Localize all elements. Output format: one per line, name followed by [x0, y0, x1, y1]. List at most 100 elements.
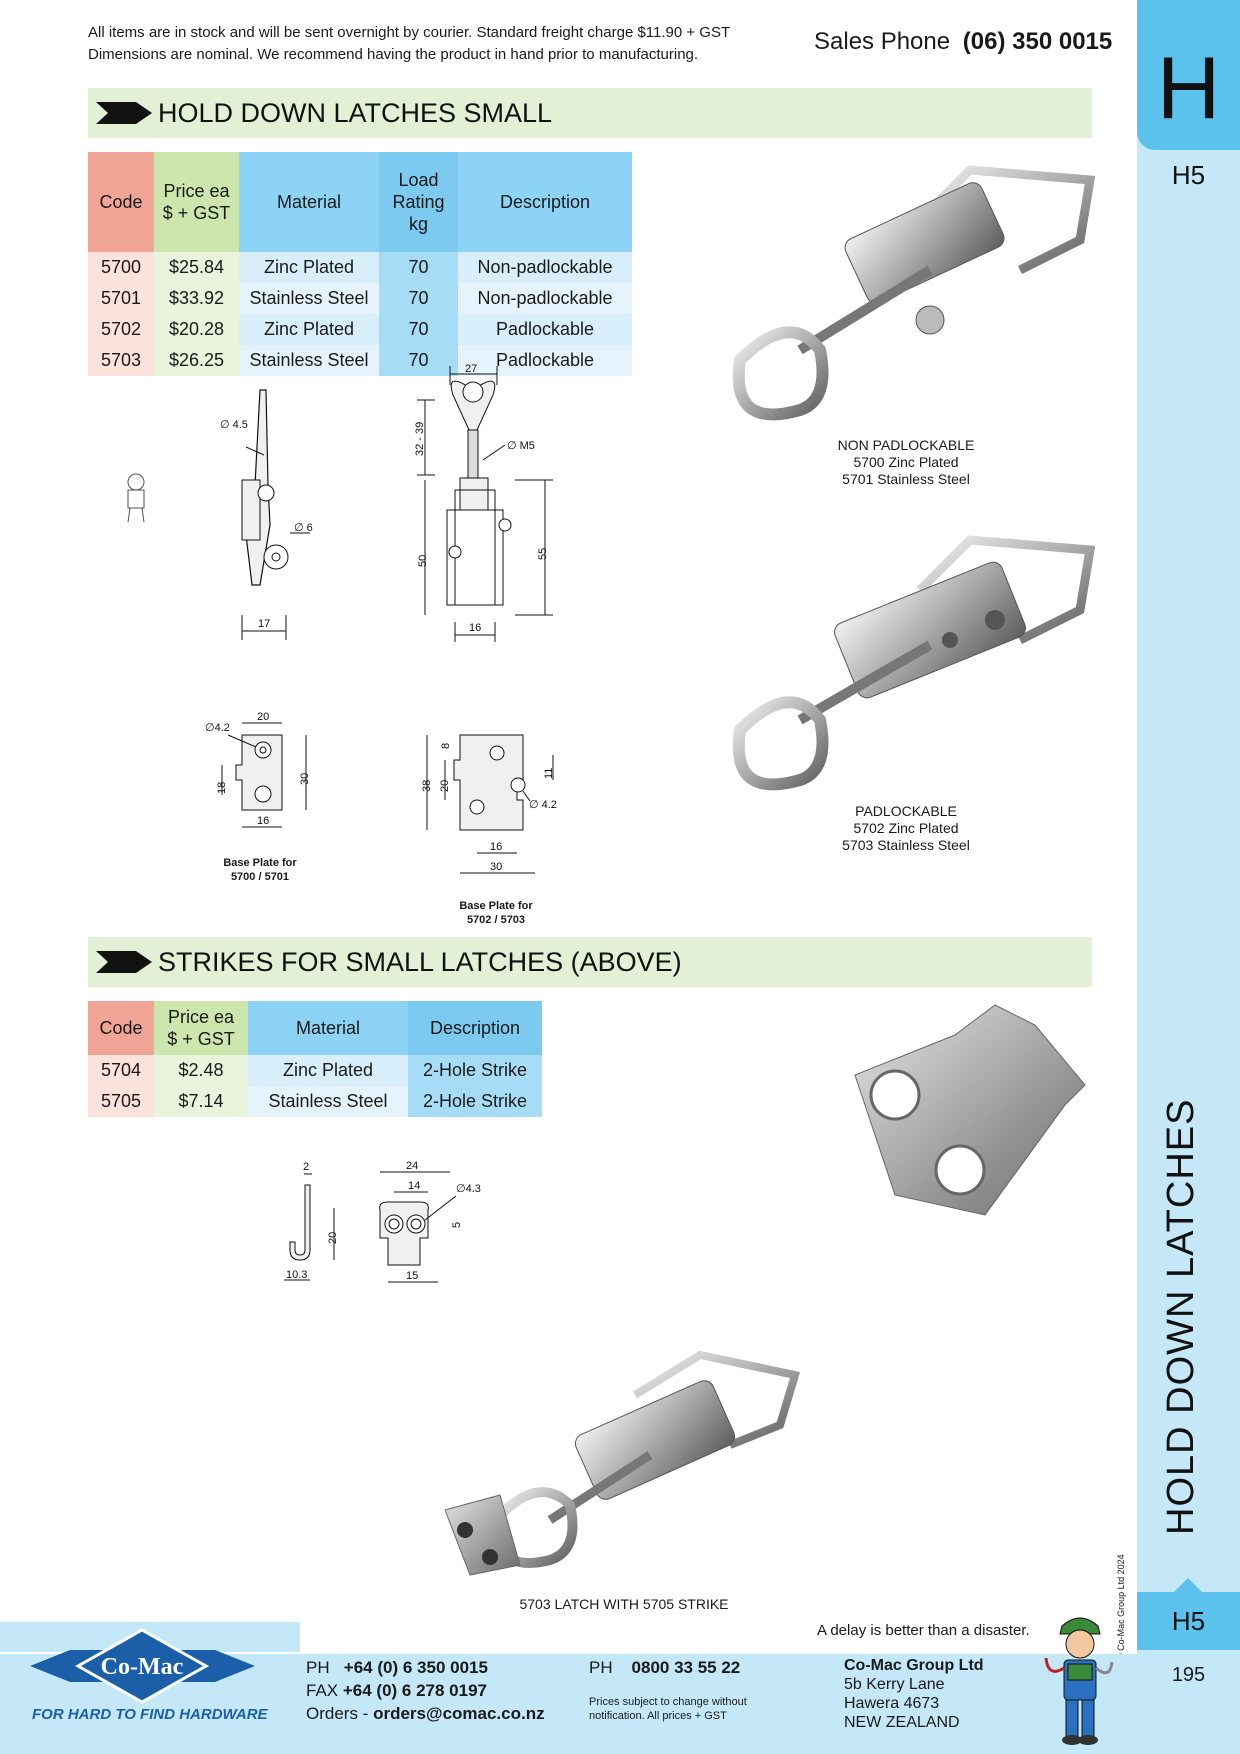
address-line-1: 5b Kerry Lane	[844, 1676, 945, 1693]
col-price-l1: Price ea	[167, 1007, 235, 1027]
cell-material: Zinc Plated	[239, 314, 379, 345]
dim-bp-30: 30	[299, 773, 311, 785]
col-price-l2: $ + GST	[162, 203, 231, 223]
cell-load: 70	[379, 314, 458, 345]
cell-description: 2-Hole Strike	[408, 1055, 542, 1086]
latch-photo-nonpadlockable	[732, 165, 1096, 421]
caption-l1: PADLOCKABLE	[855, 803, 957, 819]
sales-phone-label: Sales Phone	[814, 28, 951, 55]
cell-material: Zinc Plated	[239, 252, 379, 283]
section-title: STRIKES FOR SMALL LATCHES (ABOVE)	[158, 947, 682, 977]
cell-description: Padlockable	[458, 314, 632, 345]
col-description: Description	[408, 1001, 542, 1055]
dim-bp2-38: 38	[421, 780, 433, 792]
dim-dm5: ∅ M5	[507, 440, 535, 452]
table-row: 5704 $2.48 Zinc Plated 2-Hole Strike	[88, 1055, 542, 1086]
caption-l2: 5700 Zinc Plated	[853, 454, 959, 470]
fax-number[interactable]: +64 (0) 6 278 0197	[342, 1681, 488, 1700]
dim-d50: 50	[417, 555, 429, 567]
cell-description: Non-padlockable	[458, 283, 632, 314]
table-row: 5700 $25.84 Zinc Plated 70 Non-padlockab…	[88, 252, 632, 283]
cell-price: $7.14	[154, 1086, 248, 1117]
cell-load: 70	[379, 252, 458, 283]
stock-notice: All items are in stock and will be sent …	[88, 22, 730, 66]
arrow-icon	[96, 102, 152, 124]
cell-price: $2.48	[154, 1055, 248, 1086]
caption-latch-with-strike: 5703 LATCH WITH 5705 STRIKE	[519, 1596, 729, 1612]
col-code: Code	[88, 152, 154, 252]
phone-number[interactable]: +64 (0) 6 350 0015	[343, 1658, 488, 1677]
dim-bp2-30: 30	[490, 861, 502, 873]
latch-with-strike-photo	[444, 1350, 801, 1576]
side-tab-notch	[1174, 1578, 1202, 1592]
dim-bp-18: 18	[216, 782, 228, 794]
dim-bp-d42: ∅4.2	[205, 722, 230, 734]
table-row: 5705 $7.14 Stainless Steel 2-Hole Strike	[88, 1086, 542, 1117]
cell-material: Zinc Plated	[248, 1055, 408, 1086]
dim-s14: 14	[408, 1180, 420, 1192]
comac-logo[interactable]: Co-Mac	[30, 1628, 255, 1704]
dim-s43: ∅4.3	[456, 1183, 481, 1195]
latch-photo-padlockable	[732, 535, 1096, 791]
mascot-small-icon	[127, 473, 145, 523]
address-line-2: Hawera 4673	[844, 1695, 940, 1712]
col-price-l1: Price ea	[163, 181, 230, 201]
side-tab-strip	[1137, 0, 1240, 1754]
cell-material: Stainless Steel	[248, 1086, 408, 1117]
caption-l2: 5700 / 5701	[230, 871, 290, 883]
cell-description: 2-Hole Strike	[408, 1086, 542, 1117]
logo-text: Co-Mac	[101, 1654, 184, 1680]
dim-s15: 15	[406, 1270, 418, 1282]
prices-note-l2: notification. All prices + GST	[589, 1710, 727, 1722]
dim-bp2-16: 16	[490, 841, 502, 853]
caption-l1: Base Plate for	[223, 857, 297, 869]
cell-price: $20.28	[154, 314, 239, 345]
tagline: FOR HARD TO FIND HARDWARE	[32, 1706, 268, 1723]
dim-s20: 20	[327, 1232, 339, 1244]
col-price: Price ea$ + GST	[154, 1001, 248, 1055]
sales-phone: Sales Phone (06) 350 0015	[814, 28, 1112, 56]
orders-email[interactable]: orders@comac.co.nz	[373, 1704, 545, 1723]
section-title: HOLD DOWN LATCHES SMALL	[158, 98, 553, 128]
cell-description: Padlockable	[458, 345, 632, 376]
dim-d16: 16	[469, 622, 481, 634]
dim-d6: ∅ 6	[294, 522, 313, 534]
dim-s2: 2	[303, 1161, 309, 1173]
strike-photo	[854, 1004, 1086, 1216]
side-tab-bottom	[1137, 1592, 1240, 1650]
dim-bp2-11: 11	[543, 768, 555, 779]
freephone-number[interactable]: 0800 33 55 22	[631, 1658, 741, 1677]
dim-bp2-8: 8	[440, 743, 452, 749]
phone-label: PH	[306, 1658, 330, 1677]
dim-bp2-d42: ∅ 4.2	[529, 799, 557, 811]
dim-s103: 10.3	[286, 1269, 307, 1281]
dim-d55: 55	[537, 548, 549, 560]
table-row: 5702 $20.28 Zinc Plated 70 Padlockable	[88, 314, 632, 345]
caption-baseplate-1: Base Plate for 5700 / 5701	[200, 856, 320, 884]
cell-material: Stainless Steel	[239, 283, 379, 314]
contact-block: PH +64 (0) 6 350 0015 FAX +64 (0) 6 278 …	[306, 1656, 545, 1725]
strike-drawing: 2 20 10.3 24 14 ∅4.3 5 15	[284, 1160, 481, 1283]
prices-note-l1: Prices subject to change without	[589, 1696, 747, 1708]
side-tab-bottom-code: H5	[1171, 1606, 1206, 1636]
dim-d27: 27	[465, 363, 477, 375]
dim-d17: 17	[258, 618, 270, 630]
caption-l3: 5703 Stainless Steel	[842, 837, 970, 853]
freephone-row: PH 0800 33 55 22	[589, 1656, 740, 1679]
table-row: 5703 $26.25 Stainless Steel 70 Padlockab…	[88, 345, 632, 376]
sales-phone-number[interactable]: (06) 350 0015	[962, 28, 1113, 55]
company-name: Co-Mac Group Ltd	[844, 1657, 984, 1674]
address-line-3: NEW ZEALAND	[844, 1714, 960, 1731]
cell-price: $33.92	[154, 283, 239, 314]
cell-price: $25.84	[154, 252, 239, 283]
col-price: Price ea$ + GST	[154, 152, 239, 252]
cell-code: 5701	[88, 283, 154, 314]
col-load-l1: Load	[398, 170, 439, 190]
dim-bp-16: 16	[257, 815, 269, 827]
section-header-latches: HOLD DOWN LATCHES SMALL	[88, 88, 1092, 138]
cell-code: 5703	[88, 345, 154, 376]
prices-note: Prices subject to change without notific…	[589, 1695, 747, 1723]
latch-front-drawing: 27 32 - 39 ∅ M5 50 55 16	[414, 363, 553, 642]
slogan: A delay is better than a disaster.	[817, 1622, 1030, 1639]
